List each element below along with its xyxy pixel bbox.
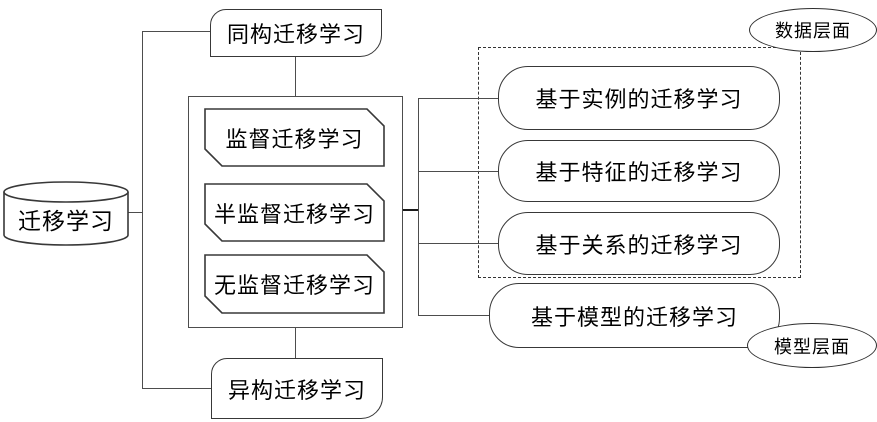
connector-container-to-heterogeneous xyxy=(295,328,296,359)
beveled-card-shape xyxy=(204,183,385,242)
beveled-card-shape xyxy=(204,254,385,314)
root-label: 迁移学习 xyxy=(18,208,114,235)
data-level-ellipse: 数据层面 xyxy=(749,8,877,52)
node-supervised-transfer-learning: 监督迁移学习 xyxy=(204,108,385,167)
node-instance-based-transfer-learning: 基于实例的迁移学习 xyxy=(498,66,780,130)
beveled-card-shape xyxy=(204,108,385,167)
connector-root-to-trunk xyxy=(128,212,143,213)
supervised-label: 监督迁移学习 xyxy=(225,127,364,153)
node-model-based-transfer-learning: 基于模型的迁移学习 xyxy=(489,283,780,348)
cylinder-shape xyxy=(3,181,129,246)
connector-branch-relation xyxy=(418,243,499,244)
connector-branch-instance xyxy=(418,98,499,99)
connector-trunk-to-heterogeneous xyxy=(142,388,212,389)
node-homogeneous-transfer-learning: 同构迁移学习 xyxy=(210,9,382,57)
connector-container-to-right-trunk xyxy=(403,209,419,211)
data-level-dashed-group xyxy=(478,47,801,278)
connector-branch-model xyxy=(418,315,490,316)
node-heterogeneous-transfer-learning: 异构迁移学习 xyxy=(211,358,383,419)
node-semi-supervised-transfer-learning: 半监督迁移学习 xyxy=(204,183,385,242)
semi-supervised-label: 半监督迁移学习 xyxy=(213,202,375,228)
model-level-ellipse: 模型层面 xyxy=(747,323,877,368)
connector-right-trunk xyxy=(418,98,419,315)
unsupervised-label: 无监督迁移学习 xyxy=(213,274,375,299)
node-feature-based-transfer-learning: 基于特征的迁移学习 xyxy=(498,140,780,202)
node-unsupervised-transfer-learning: 无监督迁移学习 xyxy=(204,254,385,314)
node-relation-based-transfer-learning: 基于关系的迁移学习 xyxy=(498,212,780,275)
root-node-transfer-learning: 迁移学习 xyxy=(3,181,129,247)
connector-left-trunk xyxy=(142,31,143,389)
connector-branch-feature xyxy=(418,171,499,172)
connector-homogeneous-to-container xyxy=(295,57,296,97)
connector-trunk-to-homogeneous xyxy=(142,31,211,32)
